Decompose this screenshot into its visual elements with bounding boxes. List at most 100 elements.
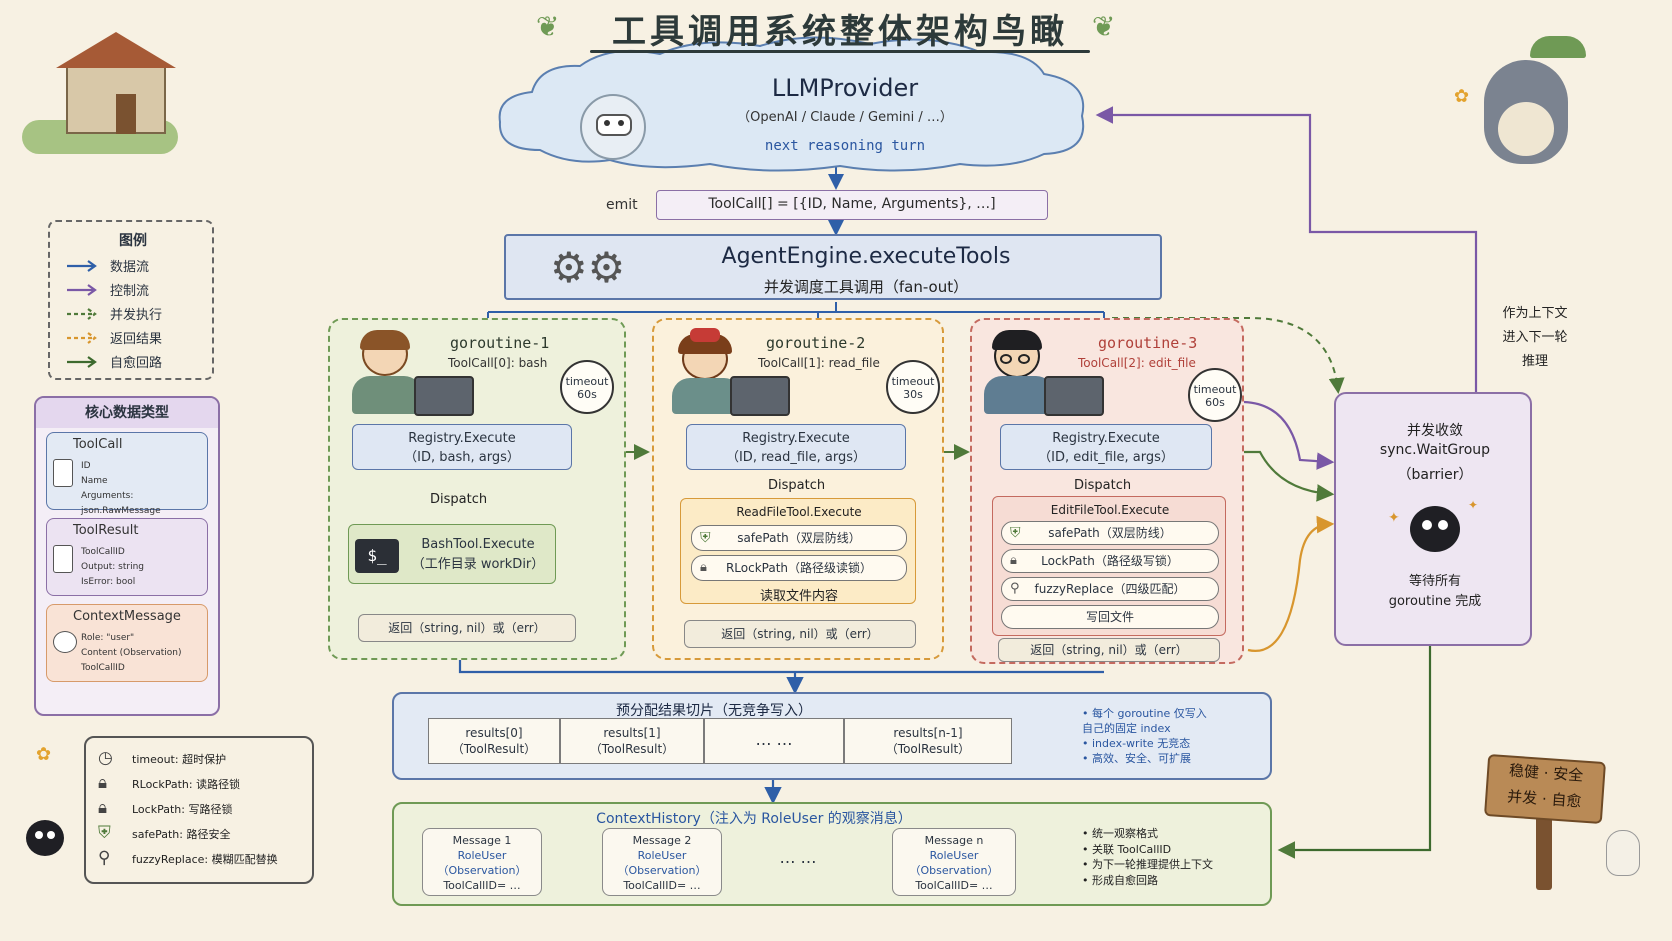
registry-execute-2[interactable]: Registry.Execute （ID, read_file, args） [686, 424, 906, 470]
timeout-clock-icon: timeout 30s [886, 360, 940, 414]
legend-box: 图例 数据流控制流并发执行返回结果自愈回路 [48, 220, 214, 380]
icon-legend-text: safePath: 路径安全 [132, 828, 231, 841]
cottage-illustration [18, 24, 178, 154]
data-type-field: Role: "user" [81, 633, 135, 643]
icon-legend-row: ⚲fuzzyReplace: 模糊匹配替换 [98, 848, 308, 870]
context-history-box: ContextHistory（注入为 RoleUser 的观察消息） Messa… [392, 802, 1272, 906]
flower-icon: ✿ [1454, 86, 1470, 107]
feedback-note: 作为上下文 进入下一轮 推理 [1480, 302, 1590, 374]
bashtool-box[interactable]: $_ BashTool.Execute （工作目录 workDir） [348, 524, 556, 584]
message-role: RoleUser [457, 849, 507, 862]
registry-args: （ID, edit_file, args） [1038, 450, 1174, 465]
message-role: RoleUser [929, 849, 979, 862]
results-notes: • 每个 goroutine 仅写入 自己的固定 index • index-w… [1082, 706, 1262, 766]
soot-sprite-icon [1410, 506, 1460, 552]
lane1-return: 返回（string, nil）或（err） [358, 614, 576, 642]
message-label: Message 2 [632, 834, 692, 847]
data-type-field: ToolCallID [81, 663, 125, 673]
lane1-title: goroutine-1 [450, 334, 550, 352]
laptop-icon [1044, 376, 1104, 416]
registry-execute-1[interactable]: Registry.Execute （ID, bash, args） [352, 424, 572, 470]
timeout-clock-icon: timeout 60s [1188, 368, 1242, 422]
safepath-label: safePath（双层防线） [1048, 526, 1172, 540]
icon-legend: ◷timeout: 超时保护🔒︎RLockPath: 读路径锁🔒︎LockPat… [84, 736, 314, 884]
message-toolcallid: ToolCallID= … [623, 879, 701, 892]
title-underline [590, 50, 1090, 53]
leaf-right-icon: ❦ [1092, 10, 1116, 43]
lock-icon: 🔒︎ [98, 773, 108, 793]
engine-title: AgentEngine.executeTools [721, 244, 1011, 269]
readfiletool-box[interactable]: ReadFileTool.Execute ⛨ safePath（双层防线） 🔒︎… [680, 498, 916, 604]
dispatch-label: Dispatch [768, 478, 826, 493]
legend-arrow-icon [67, 356, 97, 368]
bashtool-title: BashTool.Execute [421, 537, 535, 552]
legend-label: 控制流 [110, 284, 150, 299]
barrier-waitgroup: sync.WaitGroup [1379, 442, 1491, 458]
signpost: 稳健 · 安全 并发 · 自愈 [1483, 753, 1607, 825]
lane3-title: goroutine-3 [1098, 334, 1198, 352]
note-item: • 关联 ToolCallID [1082, 842, 1172, 856]
message-card: Message 2 RoleUser （Observation） ToolCal… [602, 828, 722, 896]
barrier-title: 并发收敛 [1407, 423, 1463, 439]
legend-item: 控制流 [66, 280, 206, 300]
barrier-label: （barrier） [1397, 467, 1473, 483]
feedback-note-line: 进入下一轮 [1502, 330, 1568, 345]
shield-icon: ⛨ [98, 823, 111, 843]
registry-args: （ID, read_file, args） [725, 450, 867, 465]
message-label: Message n [924, 834, 984, 847]
clock-icon: ◷ [98, 748, 113, 768]
editfiletool-box[interactable]: EditFileTool.Execute ⛨ safePath（双层防线） 🔒︎… [992, 496, 1226, 636]
result-cell: results[1]（ToolResult） [560, 718, 704, 764]
timeout-value: 60s [1205, 396, 1225, 409]
context-title: ContextHistory（注入为 RoleUser 的观察消息） [596, 811, 912, 827]
dispatch-label: Dispatch [1074, 478, 1132, 493]
feedback-note-line: 作为上下文 [1502, 306, 1568, 321]
legend-item: 返回结果 [66, 328, 206, 348]
lane3-subtitle: ToolCall[2]: edit_file [1078, 356, 1196, 370]
timeout-label: timeout [565, 375, 609, 388]
registry-execute-3[interactable]: Registry.Execute （ID, edit_file, args） [1000, 424, 1212, 470]
soot-sprite-icon [26, 820, 64, 856]
message-toolcallid: ToolCallID= … [915, 879, 993, 892]
data-type-title: ContextMessage [73, 609, 181, 624]
sparkle-icon: ✦ [1468, 498, 1479, 512]
data-type-title: ToolCall [73, 437, 123, 452]
registry-label: Registry.Execute [1052, 431, 1160, 446]
read-file-content: 读取文件内容 [759, 589, 838, 604]
icon-legend-text: RLockPath: 读路径锁 [132, 778, 241, 791]
shield-icon: ⛨ [1010, 525, 1021, 541]
note-item: • 高效、安全、可扩展 [1082, 752, 1191, 765]
messages-ellipsis: … … [779, 848, 817, 867]
emit-label: emit [606, 197, 638, 213]
magnifier-icon: ⚲ [98, 848, 111, 868]
note-item: • index-write 无竞态 [1082, 737, 1191, 750]
shield-icon: ⛨ [700, 530, 711, 546]
flower-icon: ✿ [36, 744, 52, 765]
message-card: Message n RoleUser （Observation） ToolCal… [892, 828, 1016, 896]
message-observation: （Observation） [617, 864, 707, 877]
registry-args: （ID, bash, args） [404, 450, 520, 465]
legend-title: 图例 [119, 233, 147, 249]
fuzzyreplace-pill: ⚲ fuzzyReplace（四级匹配） [1001, 577, 1219, 601]
note-item: • 每个 goroutine 仅写入 [1082, 707, 1207, 720]
data-type-field: Output: string [81, 562, 144, 572]
document-icon [53, 545, 73, 573]
legend-item: 自愈回路 [66, 352, 206, 372]
result-ellipsis: … … [755, 730, 793, 749]
result-index: results[n-1] [893, 726, 963, 740]
timeout-label: timeout [1193, 383, 1237, 396]
write-back-pill: 写回文件 [1001, 605, 1219, 629]
timeout-value: 60s [577, 388, 597, 401]
message-role: RoleUser [637, 849, 687, 862]
cloud-shape [498, 36, 1085, 172]
lane3-return: 返回（string, nil）或（err） [998, 638, 1220, 662]
document-icon [53, 459, 73, 487]
data-type-field: IsError: bool [81, 577, 136, 587]
lane1-subtitle: ToolCall[0]: bash [448, 356, 548, 370]
registry-label: Registry.Execute [742, 431, 850, 446]
result-cell-ellipsis: … … [704, 718, 844, 764]
